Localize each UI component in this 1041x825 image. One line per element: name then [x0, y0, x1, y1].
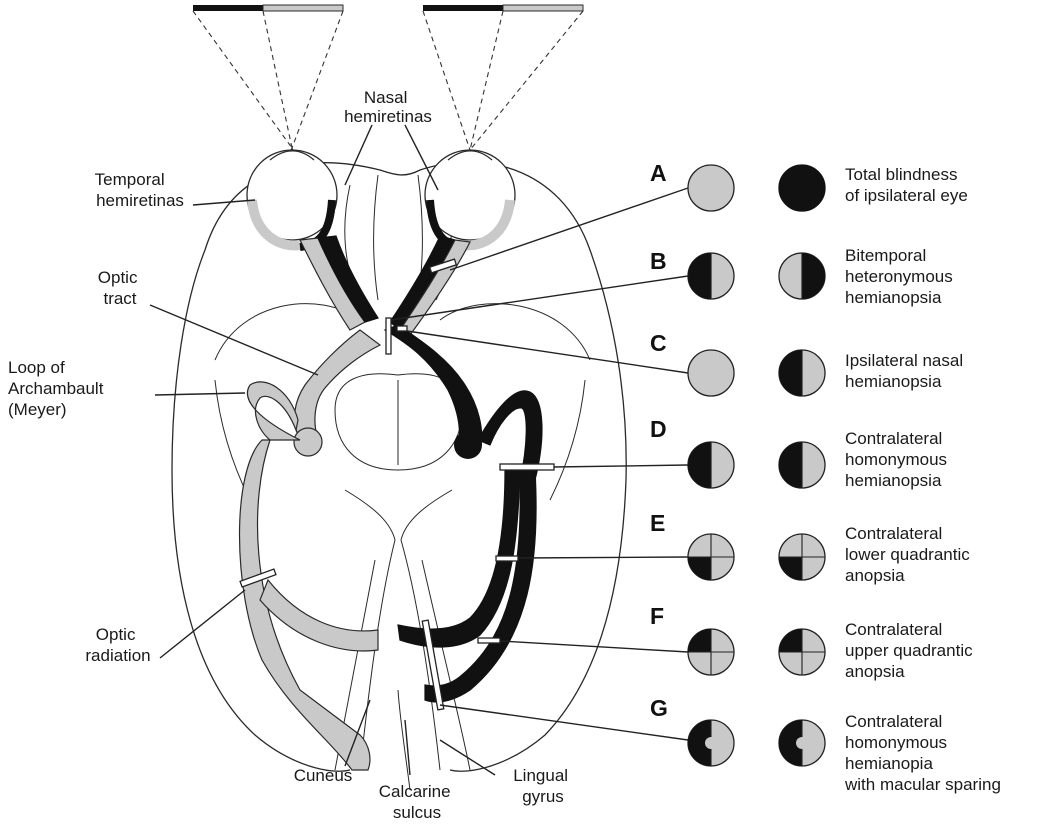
lesion-row-e: E Contralateral lower quadrantic anopsia — [650, 510, 974, 585]
lesion-letter: C — [650, 330, 667, 356]
lesion-row-a: A Total blindness of ipsilateral eye — [650, 160, 968, 211]
cut-d — [500, 464, 554, 470]
lesion-letter: E — [650, 510, 665, 536]
midbrain-outline — [335, 374, 462, 540]
lesion-description: Bitemporal heteronymous hemianopsia — [845, 246, 957, 307]
label-temporal-hemiretinas: Temporal hemiretinas — [95, 170, 184, 210]
lesion-row-f: F Contralateral upper quadrantic anopsia — [650, 603, 977, 681]
label-cuneus: Cuneus — [294, 766, 353, 785]
lesion-letter: B — [650, 248, 667, 274]
lesion-description: Ipsilateral nasal hemianopsia — [845, 351, 968, 391]
right-eye-field — [779, 442, 825, 488]
left-eye-field — [688, 165, 734, 211]
right-eye-field — [779, 534, 825, 580]
left-field-bar-dark — [193, 5, 263, 11]
right-eye-field — [779, 253, 825, 299]
cut-b — [386, 318, 391, 354]
left-field-bar-light — [263, 5, 343, 11]
left-eye-field — [688, 253, 734, 299]
cut-c — [397, 326, 407, 331]
visual-field-bars — [193, 5, 583, 11]
label-optic-tract: Optic tract — [98, 268, 142, 308]
left-eye-field — [688, 720, 734, 766]
right-eye-field — [779, 629, 825, 675]
lesion-letter: A — [650, 160, 667, 186]
left-optic-tract — [295, 330, 380, 440]
lesion-letter: D — [650, 416, 667, 442]
lesion-description: Contralateral upper quadrantic anopsia — [845, 620, 977, 681]
right-optic-radiation-upper — [425, 470, 536, 702]
right-field-bar-light — [503, 5, 583, 11]
cut-f — [478, 638, 500, 643]
left-eye — [247, 150, 337, 247]
lesion-row-b: B Bitemporal heteronymous hemianopsia — [650, 246, 957, 307]
lesion-row-c: C Ipsilateral nasal hemianopsia — [650, 330, 968, 396]
right-eye-field — [779, 350, 825, 396]
label-loop-of-archambault: Loop of Archambault (Meyer) — [8, 358, 108, 419]
label-calcarine-sulcus: Calcarine sulcus — [379, 782, 456, 822]
lesion-letter: F — [650, 603, 664, 629]
lesion-description: Contralateral lower quadrantic anopsia — [845, 524, 974, 585]
lesion-description: Contralateral homonymous hemianopia with… — [844, 712, 1001, 794]
left-eye-field — [688, 629, 734, 675]
lesion-row-g: G Contralateral homonymous hemianopia wi… — [650, 695, 1001, 794]
right-eye-field — [779, 165, 825, 211]
lesion-letter: G — [650, 695, 668, 721]
right-eye-field — [779, 720, 825, 766]
label-optic-radiation: Optic radiation — [85, 625, 150, 665]
left-eye-field — [688, 442, 734, 488]
right-field-bar-dark — [423, 5, 503, 11]
lesion-description: Contralateral homonymous hemianopsia — [845, 429, 952, 490]
left-lgn — [294, 428, 322, 456]
label-lingual-gyrus: Lingual gyrus — [513, 766, 573, 806]
right-eye — [425, 150, 515, 247]
right-lgn — [454, 431, 482, 459]
cut-e — [496, 556, 518, 561]
lesion-description: Total blindness of ipsilateral eye — [845, 165, 968, 205]
lesion-row-d: D Contralateral homonymous hemianopsia — [650, 416, 952, 490]
label-nasal-hemiretinas: Nasal hemiretinas — [344, 88, 432, 126]
left-eye-field — [688, 534, 734, 580]
left-eye-field — [688, 350, 734, 396]
